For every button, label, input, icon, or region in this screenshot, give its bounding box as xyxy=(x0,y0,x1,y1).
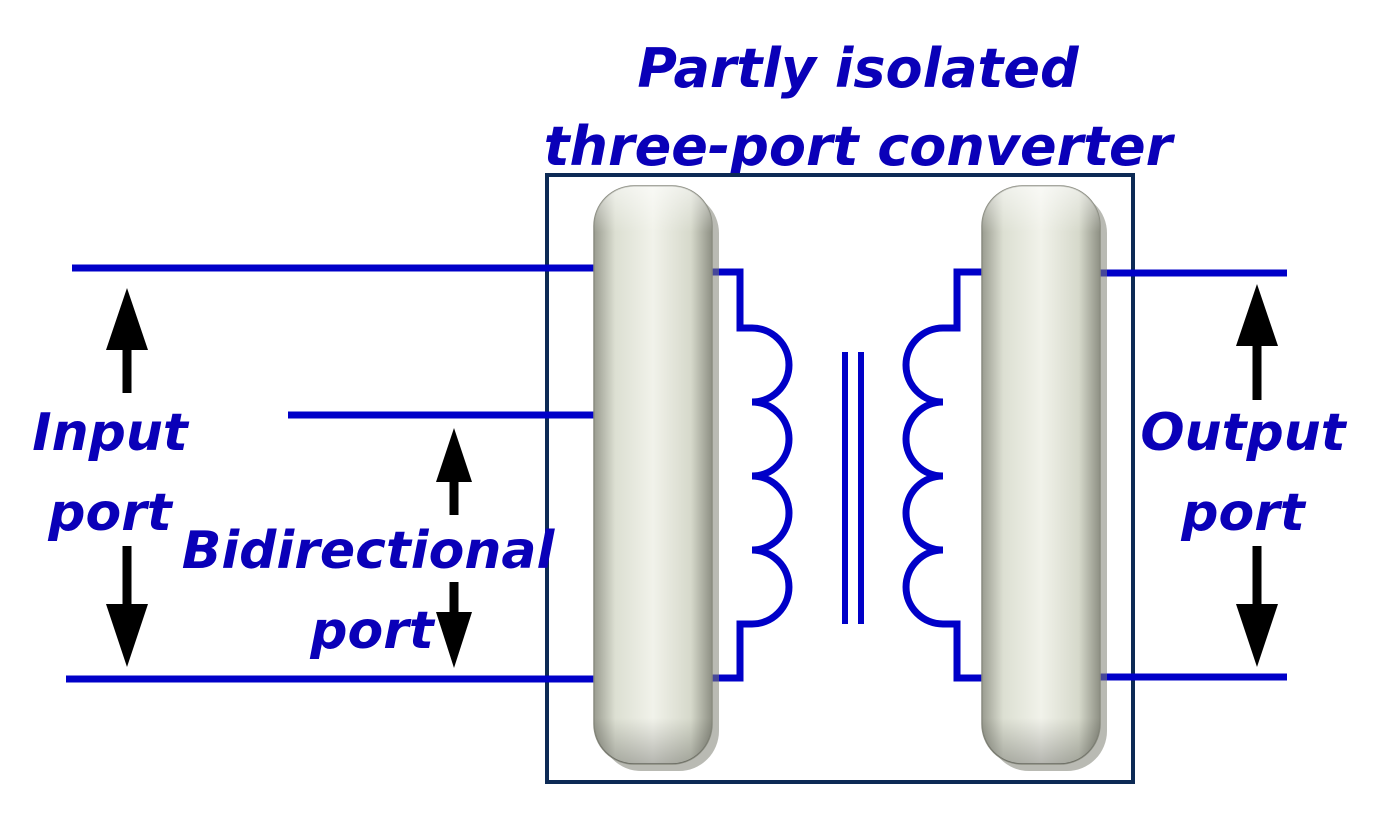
output-port-down-arrow xyxy=(1236,546,1278,667)
converter-frame xyxy=(545,173,1135,784)
right-converter-block xyxy=(981,185,1107,771)
input-port-down-arrow xyxy=(106,546,148,667)
left-converter-block xyxy=(593,185,719,771)
output-port-label-line-1: Output xyxy=(1140,403,1347,463)
input-port-label-line-2: port xyxy=(47,483,174,543)
primary-winding xyxy=(700,268,793,682)
title-line-1: Partly isolated xyxy=(637,37,1080,100)
input-port-up-arrow xyxy=(106,288,148,393)
title-line-2: three-port converter xyxy=(544,115,1176,178)
secondary-winding xyxy=(902,268,990,682)
input-port-label-line-1: Input xyxy=(32,403,190,463)
output-port-up-arrow xyxy=(1236,284,1278,400)
output-port-label-line-2: port xyxy=(1180,483,1307,543)
bidirectional-port-label-line-1: Bidirectional xyxy=(182,521,556,581)
bidirectional-port-down-arrow xyxy=(436,582,472,668)
bidirectional-port-up-arrow xyxy=(436,428,472,515)
bidirectional-port-label-line-2: port xyxy=(309,601,436,661)
